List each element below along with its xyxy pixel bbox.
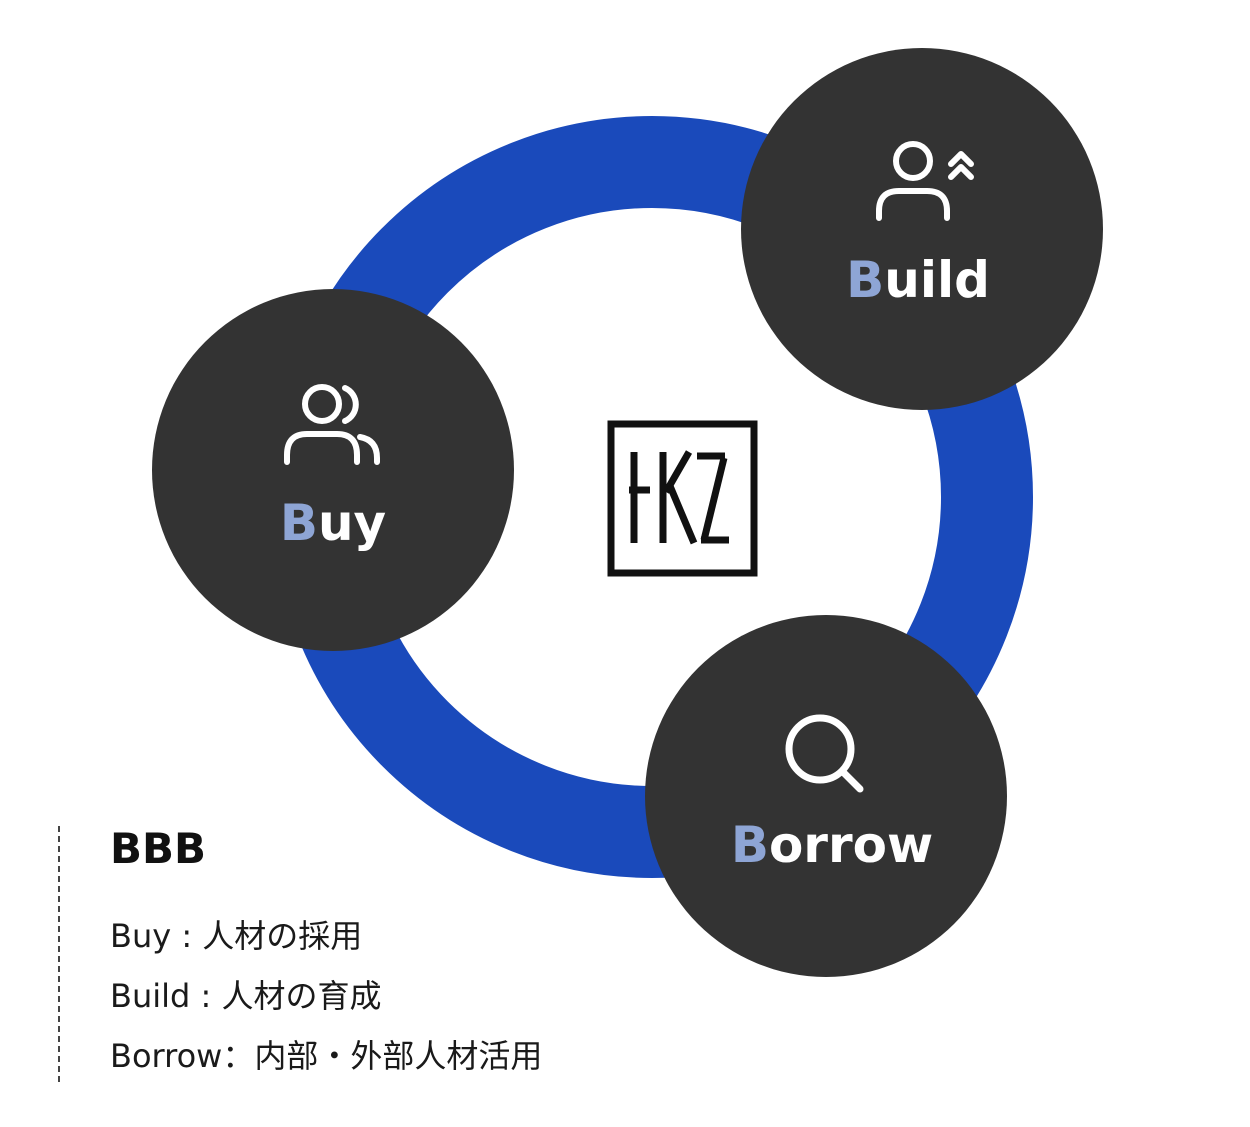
svg-text:Build: Build [846,251,990,309]
legend-list: Buy : 人材の採用 Build : 人材の育成 Borrow：内部・外部人材… [110,906,542,1086]
hkz-logo [607,420,758,577]
legend: BBB Buy : 人材の採用 Build : 人材の育成 Borrow：内部・… [58,824,658,1082]
svg-text:Buy: Buy [280,494,386,552]
user-level-up-icon [876,141,974,221]
node-borrow: Borrow [645,615,1007,977]
search-icon [785,714,864,793]
legend-title: BBB [110,824,207,873]
legend-item-borrow: Borrow：内部・外部人材活用 [110,1037,543,1075]
node-buy-rest: uy [318,494,386,552]
users-icon [284,384,380,465]
legend-item-build: Build : 人材の育成 [110,977,382,1015]
node-build-rest: uild [884,251,990,309]
legend-item-buy: Buy : 人材の採用 [110,917,363,955]
svg-text:Borrow: Borrow [731,816,933,874]
node-build-initial: B [846,251,884,309]
node-buy-initial: B [280,494,318,552]
node-borrow-rest: orrow [769,816,933,874]
node-build: Build [741,48,1103,410]
node-buy: Buy [152,289,514,651]
node-borrow-initial: B [731,816,769,874]
